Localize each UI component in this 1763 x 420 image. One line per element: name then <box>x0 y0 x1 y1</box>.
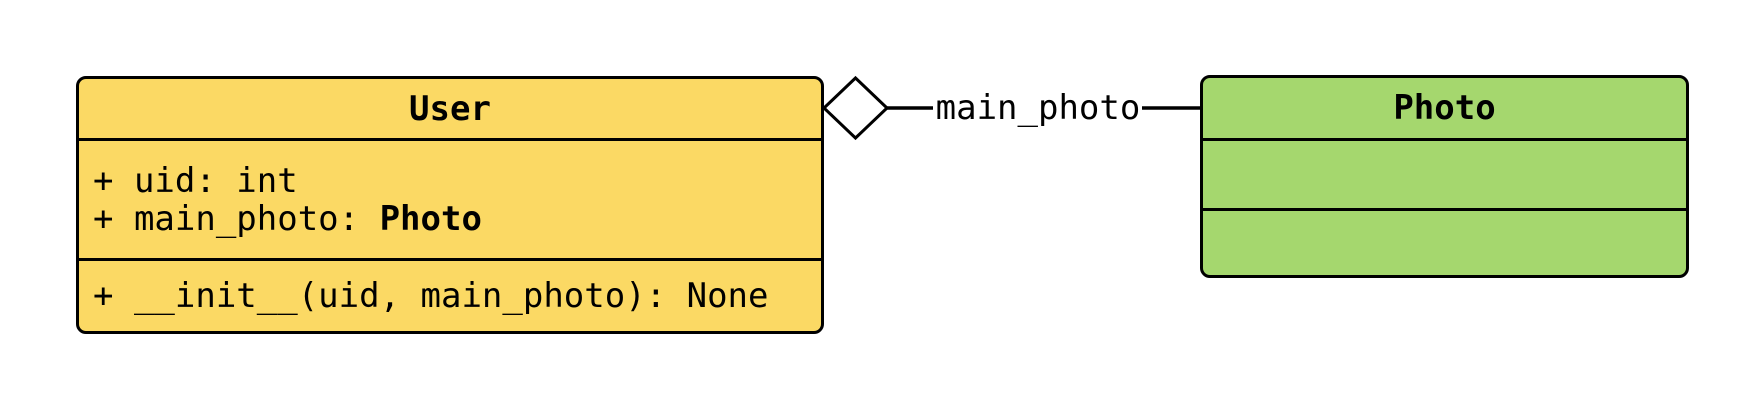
attribute-type-name: Photo <box>379 198 482 239</box>
class-user-title: User <box>409 88 491 129</box>
attribute-line-main-photo: + main_photo: Photo <box>93 200 821 238</box>
method-text: + __init__(uid, main_photo): None <box>93 276 769 316</box>
aggregation-connector <box>821 75 1205 141</box>
aggregation-diamond-icon <box>821 75 890 141</box>
attribute-line-uid: + uid: int <box>93 162 821 200</box>
relationship-label: main_photo <box>935 88 1141 128</box>
class-photo-methods-section <box>1203 208 1686 275</box>
class-box-photo: Photo <box>1200 75 1689 278</box>
method-line-init: + __init__(uid, main_photo): None <box>93 277 821 315</box>
class-box-user: User + uid: int + main_photo: Photo + __… <box>76 76 824 334</box>
attribute-text: + uid: int <box>93 160 298 201</box>
attribute-text: + main_photo: <box>93 198 380 239</box>
class-user-methods-section: + __init__(uid, main_photo): None <box>79 258 821 331</box>
class-photo-title: Photo <box>1393 88 1496 128</box>
class-photo-attributes-section <box>1203 138 1686 208</box>
class-user-attributes-section: + uid: int + main_photo: Photo <box>79 138 821 258</box>
